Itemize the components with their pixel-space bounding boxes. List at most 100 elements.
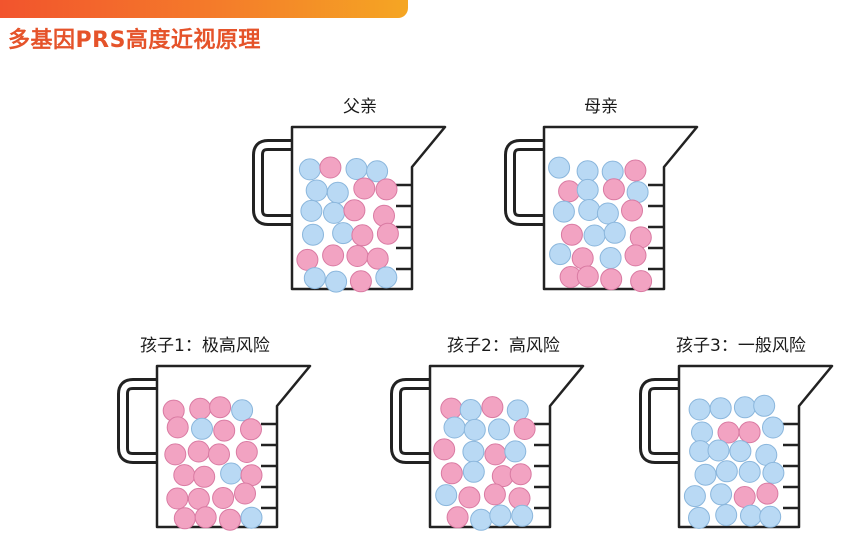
blue-bead bbox=[511, 504, 534, 527]
pink-bead bbox=[187, 487, 210, 510]
pink-bead bbox=[440, 397, 463, 420]
blue-bead bbox=[435, 484, 458, 507]
jug-child-2 bbox=[390, 364, 585, 531]
blue-bead bbox=[220, 462, 243, 485]
blue-bead bbox=[603, 221, 626, 244]
pink-bead bbox=[571, 247, 594, 270]
pink-bead bbox=[322, 244, 345, 267]
blue-bead bbox=[240, 506, 263, 529]
blue-bead bbox=[231, 399, 254, 422]
header-banner bbox=[0, 0, 408, 18]
pink-bead bbox=[440, 462, 463, 485]
blue-bead bbox=[552, 200, 575, 223]
blue-bead bbox=[596, 202, 619, 225]
blue-bead bbox=[489, 504, 512, 527]
label-child-3: 孩子3：一般风险 bbox=[676, 336, 806, 356]
blue-bead bbox=[599, 247, 622, 269]
jug-handle-inner bbox=[393, 381, 430, 461]
label-father: 父亲 bbox=[343, 97, 377, 117]
blue-bead bbox=[688, 506, 710, 529]
blue-bead bbox=[740, 504, 762, 527]
blue-bead bbox=[303, 267, 326, 290]
blue-bead bbox=[762, 416, 784, 439]
pink-bead bbox=[343, 199, 366, 222]
pink-bead bbox=[187, 440, 210, 463]
blue-bead bbox=[688, 398, 711, 421]
blue-bead bbox=[578, 199, 601, 221]
blue-bead bbox=[326, 181, 349, 204]
jug-mother bbox=[504, 125, 699, 293]
jug-father bbox=[252, 125, 447, 293]
blue-bead bbox=[576, 160, 599, 183]
pink-bead bbox=[560, 223, 583, 246]
pink-bead bbox=[484, 443, 507, 466]
pink-bead bbox=[738, 421, 761, 444]
blue-bead bbox=[683, 485, 706, 508]
pink-bead bbox=[234, 482, 256, 505]
blue-bead bbox=[626, 181, 649, 204]
blue-bead bbox=[548, 156, 571, 179]
blue-bead bbox=[504, 440, 527, 463]
pink-bead bbox=[219, 508, 241, 531]
blue-bead bbox=[694, 463, 717, 486]
pink-bead bbox=[173, 507, 196, 530]
jug-handle bbox=[117, 378, 157, 464]
pink-bead bbox=[481, 396, 504, 419]
label-child-2: 孩子2：高风险 bbox=[447, 336, 560, 356]
pink-bead bbox=[376, 222, 399, 245]
pink-bead bbox=[433, 438, 456, 461]
pink-bead bbox=[189, 397, 212, 420]
page-title: 多基因PRS高度近视原理 bbox=[8, 28, 261, 53]
pink-bead bbox=[756, 482, 779, 505]
blue-bead bbox=[459, 399, 482, 421]
pink-bead bbox=[353, 177, 376, 200]
pink-bead bbox=[349, 270, 372, 293]
blue-bead bbox=[463, 418, 486, 441]
blue-bead bbox=[443, 416, 466, 439]
jug-handle bbox=[504, 139, 544, 226]
pink-bead bbox=[235, 441, 258, 463]
pink-bead bbox=[366, 247, 389, 270]
pink-bead bbox=[624, 159, 647, 182]
blue-bead bbox=[733, 396, 756, 419]
label-child-1: 孩子1：极高风险 bbox=[140, 336, 270, 356]
pink-bead bbox=[173, 464, 196, 487]
pink-bead bbox=[209, 396, 232, 419]
pink-bead bbox=[212, 487, 235, 509]
pink-bead bbox=[509, 463, 532, 486]
blue-bead bbox=[462, 440, 485, 463]
pink-bead bbox=[483, 483, 506, 506]
pink-bead bbox=[733, 486, 756, 508]
blue-bead bbox=[191, 417, 213, 440]
pink-bead bbox=[166, 416, 189, 439]
pink-bead bbox=[194, 506, 217, 529]
blue-bead bbox=[375, 266, 398, 289]
blue-bead bbox=[709, 397, 732, 420]
jug-handle bbox=[639, 378, 679, 464]
blue-bead bbox=[691, 421, 713, 444]
blue-bead bbox=[366, 160, 389, 183]
pink-bead bbox=[621, 199, 643, 222]
blue-bead bbox=[738, 460, 761, 483]
blue-bead bbox=[345, 158, 368, 180]
pink-bead bbox=[624, 244, 647, 267]
jug-handle-inner bbox=[507, 142, 544, 223]
jug-handle bbox=[252, 139, 292, 226]
blue-bead bbox=[689, 440, 712, 463]
pink-bead bbox=[375, 178, 398, 201]
pink-bead bbox=[193, 465, 216, 488]
blue-bead bbox=[506, 399, 529, 422]
pink-bead bbox=[164, 443, 187, 466]
pink-bead bbox=[600, 268, 623, 291]
blue-bead bbox=[302, 223, 324, 246]
blue-bead bbox=[759, 505, 782, 528]
pink-bead bbox=[208, 443, 230, 466]
pink-bead bbox=[576, 265, 599, 288]
pink-bead bbox=[558, 180, 581, 203]
jug-handle bbox=[390, 378, 430, 464]
blue-bead bbox=[715, 460, 738, 483]
jug-handle-inner bbox=[120, 381, 157, 461]
blue-bead bbox=[305, 179, 328, 202]
pink-bead bbox=[346, 245, 369, 267]
